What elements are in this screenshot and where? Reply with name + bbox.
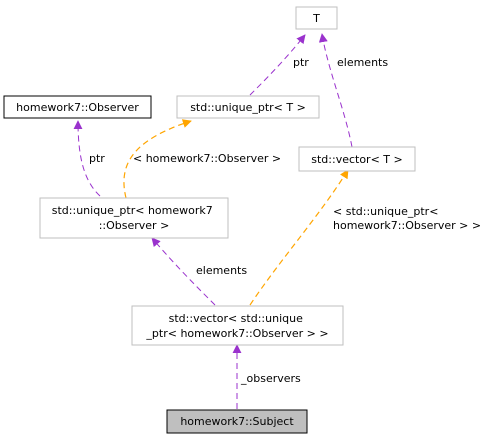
node-label: homework7::Observer: [16, 101, 139, 114]
node-unique-ptr-observer[interactable]: std::unique_ptr< homework7 ::Observer >: [39, 197, 229, 239]
node-t[interactable]: T: [295, 6, 338, 30]
edge-line: [73, 120, 101, 197]
node-label: T: [312, 12, 320, 25]
edge-label-ptr: ptr: [293, 56, 309, 69]
node-box: [295, 6, 338, 30]
node-label: homework7::Subject: [180, 415, 294, 428]
node-observer[interactable]: homework7::Observer: [3, 95, 152, 119]
edge-label-template-unique-ptr: < std::unique_ptr< homework7::Observer >…: [333, 205, 481, 232]
node-box: [176, 95, 320, 119]
edge-template-arg-unique-ptr: < std::unique_ptr< homework7::Observer >…: [249, 169, 481, 306]
node-box: [39, 197, 229, 239]
node-box: [3, 95, 152, 119]
edge-label-elements: elements: [337, 56, 388, 69]
edge-ptr-to-t: ptr: [249, 34, 309, 96]
edge-label-elements-unique: elements: [196, 264, 247, 277]
edge-line: [318, 33, 353, 148]
node-box: [298, 146, 416, 172]
node-box: [166, 409, 308, 434]
node-label: std::vector< std::unique _ptr< homework7…: [145, 312, 328, 340]
edge-observers-to-vector: _observers: [232, 344, 301, 409]
edge-elements-to-t: elements: [318, 33, 388, 148]
node-label: std::unique_ptr< T >: [190, 101, 306, 114]
edge-line: [151, 237, 216, 306]
edge-label-ptr-observer: ptr: [89, 152, 105, 165]
edge-template-arg-observer: < homework7::Observer >: [123, 119, 281, 199]
edge-ptr-to-observer: ptr: [73, 120, 105, 197]
node-vector-unique-ptr-observer[interactable]: std::vector< std::unique _ptr< homework7…: [131, 305, 344, 346]
node-box: [131, 305, 344, 346]
edge-line: [249, 34, 306, 96]
edge-line: [249, 169, 349, 306]
edge-label-observers: _observers: [240, 372, 301, 385]
node-unique-ptr-t[interactable]: std::unique_ptr< T >: [176, 95, 320, 119]
edge-label-template-observer: < homework7::Observer >: [133, 152, 281, 165]
node-label: std::vector< T >: [311, 153, 402, 166]
node-vector-t[interactable]: std::vector< T >: [298, 146, 416, 172]
node-subject[interactable]: homework7::Subject: [166, 409, 308, 434]
edge-line: [123, 119, 192, 199]
node-label: std::unique_ptr< homework7 ::Observer >: [52, 204, 217, 232]
edge-elements-to-unique-ptr: elements: [151, 237, 247, 306]
